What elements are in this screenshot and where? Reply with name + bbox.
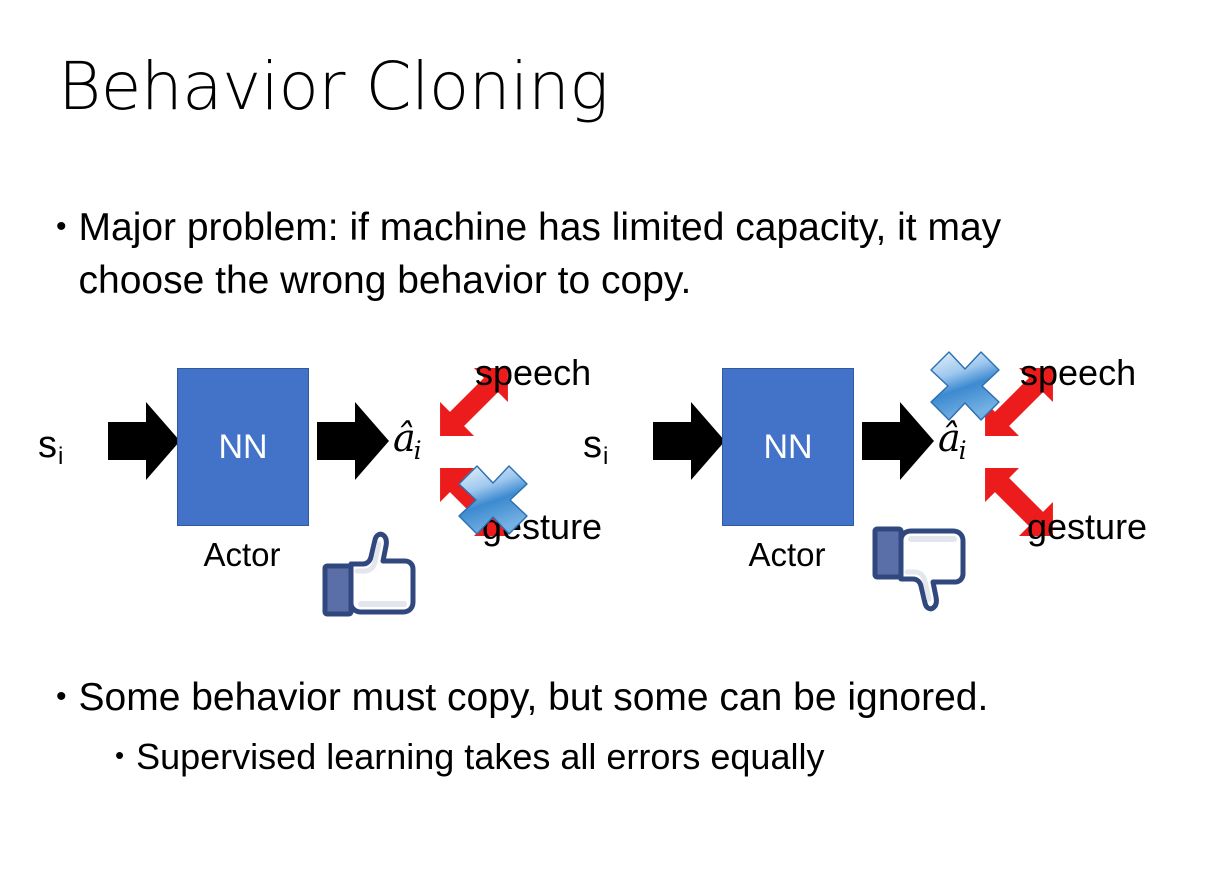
output-arrow-icon-left [317, 398, 389, 484]
bullet-marker-icon: • [56, 210, 67, 243]
bullet-item-problem: • Major problem: if machine has limited … [56, 202, 1116, 307]
actor-caption-left: Actor [203, 536, 281, 573]
nn-box-label: NN [763, 428, 813, 466]
action-symbol: â [393, 416, 416, 460]
state-label-left: si [38, 424, 64, 470]
branch-label-gesture-right: gesture [1027, 506, 1148, 547]
actor-caption-right: Actor [748, 536, 826, 573]
diagram-right: si NN Actor âi speech [565, 340, 1147, 640]
branch-arrow-gesture-right [965, 448, 1073, 556]
state-symbol: s [583, 424, 602, 466]
action-label-right: âi [938, 416, 969, 465]
branch-label-speech-left: speech [475, 352, 592, 393]
thumbs-down-icon [870, 525, 968, 613]
cross-out-icon-gesture-left [455, 462, 531, 538]
action-symbol: â [938, 416, 961, 460]
bullet-item-supervised-learning: • Supervised learning takes all errors e… [115, 733, 1175, 782]
state-label-right: si [583, 424, 609, 470]
state-symbol: s [38, 424, 57, 466]
thumbs-up-icon [320, 530, 418, 618]
branch-arrow-speech-left [420, 348, 528, 456]
input-arrow-icon-left [108, 398, 180, 484]
nn-box-right: NN [722, 368, 854, 526]
input-arrow-icon-right [653, 398, 725, 484]
bullet-text-supervised-learning: Supervised learning takes all errors equ… [136, 736, 825, 777]
page-title: Behavior Cloning [58, 48, 609, 125]
action-subscript: i [413, 436, 422, 465]
bullet-marker-icon: • [115, 740, 125, 770]
state-subscript: i [58, 443, 64, 470]
branch-label-speech-right: speech [1020, 352, 1137, 393]
action-subscript: i [958, 436, 967, 465]
bullet-text-problem: Major problem: if machine has limited ca… [78, 206, 1002, 302]
bullet-text-some-behavior: Some behavior must copy, but some can be… [78, 676, 989, 719]
action-label-left: âi [393, 416, 424, 465]
cross-out-icon-speech-right [927, 348, 1003, 424]
nn-box-label: NN [218, 428, 268, 466]
bullet-marker-icon: • [56, 680, 67, 713]
bullet-item-some-behavior: • Some behavior must copy, but some can … [56, 672, 1176, 725]
nn-box-left: NN [177, 368, 309, 526]
branch-arrow-speech-right [965, 348, 1073, 456]
diagram-left: si NN Actor âi speech [20, 340, 602, 640]
state-subscript: i [603, 443, 609, 470]
output-arrow-icon-right [862, 398, 934, 484]
